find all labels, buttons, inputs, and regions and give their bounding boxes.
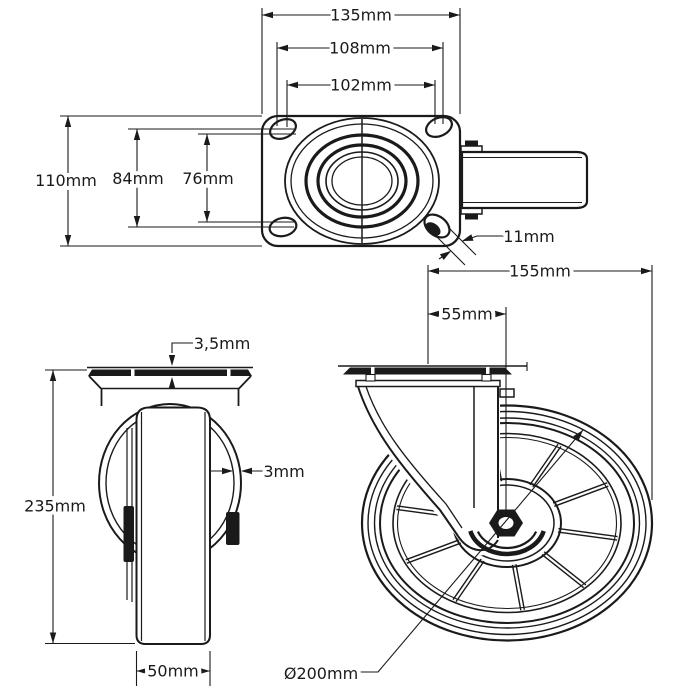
hole-diameter-callout	[436, 226, 507, 266]
fork-legs	[123, 428, 240, 602]
front-wheel	[135, 406, 211, 645]
extension-lines-plate	[60, 8, 461, 247]
front-top-plate	[87, 366, 253, 406]
dimension-lines-side	[356, 265, 653, 673]
dimension-lines-plate	[64, 11, 507, 266]
dim-label-wheel-diameter: Ø200mm	[284, 664, 358, 683]
caster-front-view	[45, 342, 266, 686]
dim-label-wheel-width: 50mm	[147, 662, 199, 681]
dim-label-bolt-spacing-102: 102mm	[330, 76, 392, 95]
dim-label-overall-length: 155mm	[509, 262, 571, 281]
dim-label-swivel-offset: 55mm	[441, 305, 493, 324]
plate-top-view	[60, 8, 589, 266]
dim-label-bolt-spacing-84: 84mm	[112, 169, 164, 188]
swivel-fork	[355, 379, 515, 556]
dim-label-bolt-spacing-108: 108mm	[329, 39, 391, 58]
dim-label-plate-thickness: 3,5mm	[194, 334, 251, 353]
dimension-labels: 135mm 108mm 102mm 110mm 84mm 76mm 11mm 1…	[20, 2, 575, 688]
dim-label-plate-depth: 110mm	[35, 171, 97, 190]
swivel-bearing-rings	[284, 117, 440, 245]
dim-label-plate-width: 135mm	[330, 6, 392, 25]
dim-label-fork-thickness: 3mm	[263, 462, 304, 481]
shaded-bolt-hole	[425, 222, 441, 236]
dim-label-overall-height: 235mm	[24, 497, 86, 516]
dim-label-bolt-spacing-76: 76mm	[182, 169, 234, 188]
swivel-side-view	[338, 265, 654, 673]
wheel-plan-view	[460, 140, 589, 220]
dim-label-bolt-hole: 11mm	[503, 227, 555, 246]
side-top-plate	[338, 362, 528, 382]
dimension-lines-front	[45, 342, 266, 686]
